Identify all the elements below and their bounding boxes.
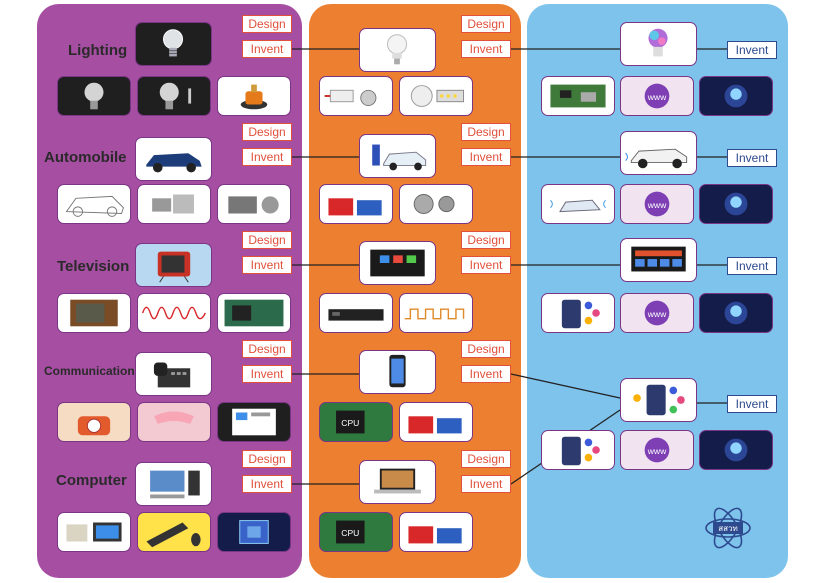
automobile-past-design-tag: Design: [242, 123, 292, 141]
battery-pack-image-2: [399, 512, 473, 552]
automobile-present-invent-tag: Invent: [461, 148, 511, 166]
svg-text:www: www: [647, 200, 667, 210]
lighting-present-design-tag: Design: [461, 15, 511, 33]
category-computer: Computer: [56, 472, 127, 489]
car-battery-image-1: [319, 184, 393, 224]
www-network-image-3: www: [620, 293, 694, 333]
communication-past-design-tag: Design: [242, 340, 292, 358]
old-monitors-image: [57, 512, 131, 552]
ipst-atom-logo: สสวท: [705, 507, 751, 549]
ai-head-image-4: [699, 430, 773, 470]
gears-image: [399, 184, 473, 224]
communication-present-invent-tag: Invent: [461, 365, 511, 383]
cpu-chip-image-2: CPU: [319, 512, 393, 552]
automobile-future-invent-tag: Invent: [727, 149, 777, 167]
cpu-chip-label-2: CPU: [341, 528, 359, 538]
category-communication: Communication: [44, 364, 135, 378]
social-media-phone-image-2: [541, 430, 615, 470]
computer-present-invent-tag: Invent: [461, 475, 511, 493]
wooden-tv-image: [57, 293, 131, 333]
analog-signal-image: [137, 293, 211, 333]
desk-phone-image: [135, 352, 212, 396]
bulb-image-1: [57, 76, 131, 116]
electric-car-charging-image: [359, 134, 436, 178]
smart-tv-image: [620, 238, 697, 282]
bulb-image-2: [137, 76, 211, 116]
automobile-past-invent-tag: Invent: [242, 148, 292, 166]
smartphone-apps-image: [620, 378, 697, 422]
television-present-design-tag: Design: [461, 231, 511, 249]
flat-screen-tv-image: [359, 241, 436, 285]
desktop-computer-image: [135, 462, 212, 506]
sedan-car-image: [135, 137, 212, 181]
social-media-phone-image-1: [541, 293, 615, 333]
battery-pack-image-1: [399, 402, 473, 442]
communication-present-design-tag: Design: [461, 340, 511, 358]
early-screen-image: [217, 402, 291, 442]
computer-past-invent-tag: Invent: [242, 475, 292, 493]
automobile-present-design-tag: Design: [461, 123, 511, 141]
television-present-invent-tag: Invent: [461, 256, 511, 274]
www-network-image-1: www: [620, 76, 694, 116]
category-lighting: Lighting: [68, 42, 128, 59]
www-network-image-4: www: [620, 430, 694, 470]
computer-past-design-tag: Design: [242, 450, 292, 468]
tv-circuit-image: [217, 293, 291, 333]
lighting-past-design-tag: Design: [242, 15, 292, 33]
led-board-image: [399, 76, 473, 116]
set-top-box-image: [319, 293, 393, 333]
computer-present-design-tag: Design: [461, 450, 511, 468]
keyboard-mouse-image: [137, 512, 211, 552]
lighting-past-invent-tag: Invent: [242, 40, 292, 58]
cpu-chip-image-1: CPU: [319, 402, 393, 442]
old-light-bulb-image: [135, 22, 212, 66]
digital-signal-image: [399, 293, 473, 333]
circuit-board-image: [541, 76, 615, 116]
logo-text: สสวท: [718, 524, 738, 533]
communication-future-invent-tag: Invent: [727, 395, 777, 413]
led-bulb-image: [359, 28, 436, 72]
svg-text:www: www: [647, 446, 667, 456]
lighting-present-invent-tag: Invent: [461, 40, 511, 58]
ai-head-image-2: [699, 184, 773, 224]
ai-head-image-3: [699, 293, 773, 333]
led-driver-image: [319, 76, 393, 116]
svg-text:www: www: [647, 92, 667, 102]
car-parts-image: [137, 184, 211, 224]
television-past-invent-tag: Invent: [242, 256, 292, 274]
ai-head-image-1: [699, 76, 773, 116]
smart-bulb-image: [620, 22, 697, 66]
engine-image: [217, 184, 291, 224]
television-past-design-tag: Design: [242, 231, 292, 249]
self-driving-car-image: [620, 131, 697, 175]
smartphone-image: [359, 350, 436, 394]
processor-chip-image: [217, 512, 291, 552]
lighting-future-invent-tag: Invent: [727, 41, 777, 59]
lamp-base-image: [217, 76, 291, 116]
category-automobile: Automobile: [44, 149, 127, 166]
laptop-image: [359, 460, 436, 504]
category-television: Television: [57, 258, 130, 275]
vintage-tv-image: [135, 243, 212, 287]
communication-past-invent-tag: Invent: [242, 365, 292, 383]
television-future-invent-tag: Invent: [727, 257, 777, 275]
phone-handset-image: [137, 402, 211, 442]
cpu-chip-label-1: CPU: [341, 418, 359, 428]
car-chassis-sketch-image: [57, 184, 131, 224]
svg-text:www: www: [647, 309, 667, 319]
rotary-phone-image: [57, 402, 131, 442]
www-network-image-2: www: [620, 184, 694, 224]
connected-car-image: [541, 184, 615, 224]
